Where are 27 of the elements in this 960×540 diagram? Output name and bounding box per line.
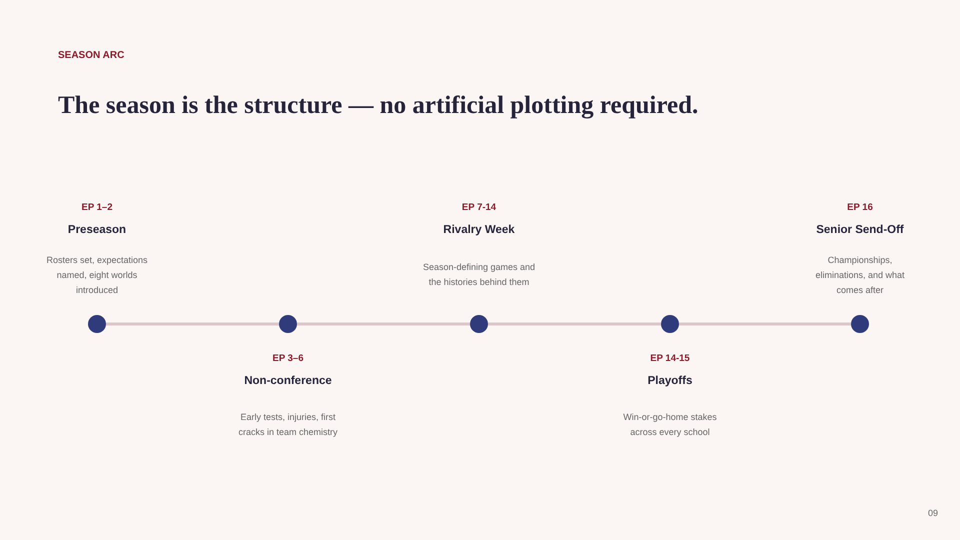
phase-description: Rosters set, expectations named, eight worlds introduced (45, 254, 149, 296)
episode-range: EP 1–2 (80, 202, 114, 213)
phase-title: Non-conference (243, 375, 333, 387)
section-kicker: SEASON ARC (58, 50, 124, 61)
timeline-connector (297, 322, 470, 326)
slide-title: The season is the structure — no artificial plotting required. (58, 92, 698, 120)
phase-description: Season-defining games and the histories behind them (422, 261, 536, 289)
episode-range: EP 16 (846, 202, 874, 213)
phase-title: Senior Send-Off (815, 224, 905, 236)
timeline-dot (851, 315, 869, 333)
timeline-dot (470, 315, 488, 333)
phase-description: Championships, eliminations, and what comes after (814, 254, 906, 296)
page-number: 09 (928, 508, 938, 518)
timeline-connector (488, 322, 661, 326)
timeline-connector (106, 322, 279, 326)
episode-range: EP 7-14 (460, 202, 498, 213)
phase-title: Rivalry Week (442, 224, 516, 236)
episode-range: EP 3–6 (272, 353, 304, 364)
timeline-dot (279, 315, 297, 333)
phase-title: Preseason (66, 224, 128, 236)
phase-description: Win-or-go-home stakes across every school (622, 411, 718, 439)
phase-description: Early tests, injuries, first cracks in team chemistry (237, 411, 339, 439)
phase-title: Playoffs (646, 375, 694, 387)
timeline-dot (88, 315, 106, 333)
timeline-dot (661, 315, 679, 333)
timeline-connector (679, 322, 851, 326)
episode-range: EP 14-15 (649, 353, 691, 364)
